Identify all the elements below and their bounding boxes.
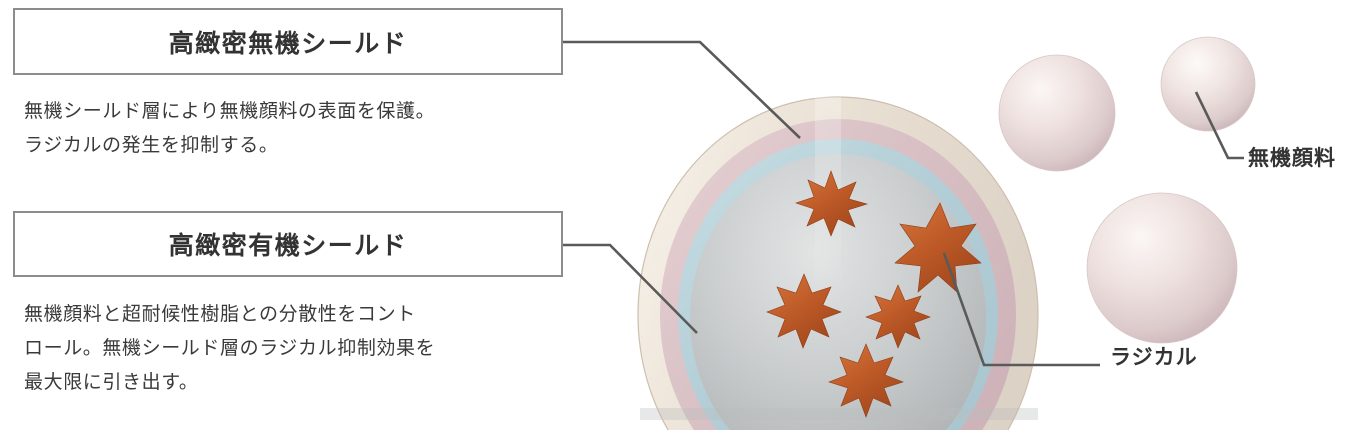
leader-line-radical [942, 252, 1100, 367]
pigment-sphere-top-right [1160, 36, 1256, 132]
core-bottom-edge [640, 408, 1038, 420]
callout-body-line: ラジカルの発生を抑制する。 [24, 135, 279, 156]
callout-box-organic-shield[interactable]: 高緻密有機シールド [13, 211, 563, 277]
radical-star [894, 202, 982, 293]
radical-star [795, 170, 869, 237]
callout-title-organic-shield: 高緻密有機シールド [168, 232, 408, 260]
callout-title-inorganic-shield: 高緻密無機シールド [168, 29, 408, 58]
callout-body-line: 無機シールド層により無機顔料の表面を保護。 [24, 101, 436, 122]
label-inorganic-pigment: 無機顔料 [1248, 147, 1336, 170]
callout-body-inorganic-shield: 無機シールド層により無機顔料の表面を保護。 ラジカルの発生を抑制する。 [24, 95, 584, 163]
radical-group [766, 170, 982, 418]
leader-line-pigment [1194, 91, 1244, 160]
leader-line-organic [563, 243, 698, 334]
label-radical: ラジカル [1110, 346, 1198, 369]
callout-box-inorganic-shield[interactable]: 高緻密無機シールド [13, 8, 563, 75]
layered-particle [637, 96, 1039, 430]
callout-body-line: 無機顔料と超耐候性樹脂との分散性をコント [24, 304, 416, 325]
callout-body-line: 最大限に引き出す。 [24, 372, 199, 393]
pigment-sphere-bottom [1086, 192, 1238, 344]
callout-body-line: ロール。無機シールド層のラジカル抑制効果を [24, 338, 436, 359]
pigment-sphere-top-left [998, 54, 1116, 172]
radical-star [766, 273, 842, 349]
leader-line-inorganic [563, 40, 801, 139]
callout-body-organic-shield: 無機顔料と超耐候性樹脂との分散性をコント ロール。無機シールド層のラジカル抑制効… [24, 298, 584, 400]
radical-star [828, 343, 904, 418]
radical-star [865, 284, 931, 349]
